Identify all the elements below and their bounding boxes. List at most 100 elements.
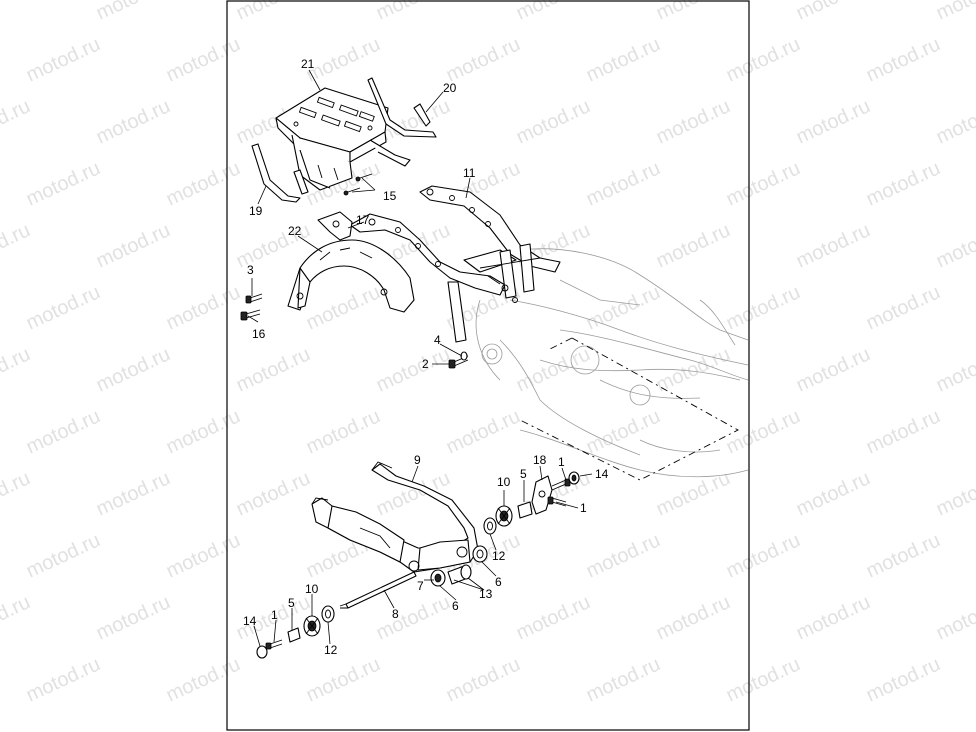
callout-14: 14: [595, 467, 609, 481]
watermark-text: motod.ru: [653, 0, 734, 25]
callout-8: 8: [392, 607, 399, 621]
watermark-text: motod.ru: [93, 219, 174, 272]
watermark-text: motod.ru: [443, 653, 524, 706]
watermark-text: motod.ru: [793, 95, 874, 148]
part-12-bushing-left: [321, 605, 335, 623]
watermark-text: motod.ru: [793, 467, 874, 520]
watermark-text: motod.ru: [723, 281, 804, 334]
part-5-nut-right: [517, 501, 533, 519]
watermark-text: motod.ru: [653, 343, 734, 396]
part-10-adjuster-right: [495, 505, 513, 527]
callout-22: 22: [288, 224, 302, 238]
watermark-text: motod.ru: [233, 219, 314, 272]
callout-10: 10: [497, 475, 511, 489]
watermark-text: motod.ru: [0, 95, 34, 148]
callout-12: 12: [324, 643, 338, 657]
watermark-text: motod.ru: [793, 343, 874, 396]
watermark-text: motod.ru: [23, 529, 104, 582]
watermark-text: motod.ru: [233, 343, 314, 396]
watermark-text: motod.ru: [303, 653, 384, 706]
watermark-text: motod.ru: [163, 653, 244, 706]
callout-19: 19: [249, 204, 263, 218]
watermark-text: motod.ru: [863, 653, 944, 706]
part-20-side-rail: [367, 77, 437, 138]
watermark-text: motod.ru: [163, 157, 244, 210]
watermark-text: motod.ru: [583, 529, 664, 582]
watermark-text: motod.ru: [163, 281, 244, 334]
watermark-text: motod.ru: [0, 591, 34, 644]
watermark-text: motod.ru: [583, 281, 664, 334]
part-19-side-rail: [251, 143, 309, 203]
callout-11: 11: [463, 166, 476, 180]
callout-13: 13: [479, 587, 493, 601]
watermark-text: motod.ru: [23, 33, 104, 86]
watermark-text: motod.ru: [0, 0, 34, 25]
watermark-text: motod.ru: [653, 219, 734, 272]
part-9-swingarm: [311, 461, 479, 573]
watermark-text: motod.ru: [23, 157, 104, 210]
part-4-washer: [460, 351, 468, 361]
diagram-frame: [226, 0, 750, 731]
part-22-fender-support: [287, 239, 415, 313]
watermark-text: motod.ru: [583, 653, 664, 706]
watermark-text: motod.ru: [513, 343, 594, 396]
part-11-rear-subframe: [349, 185, 561, 343]
watermark-text: motod.ru: [933, 95, 976, 148]
callout-1: 1: [558, 455, 565, 469]
watermark-text: motod.ru: [0, 219, 34, 272]
watermark-text: motod.ru: [443, 33, 524, 86]
callout-6: 6: [495, 575, 502, 589]
watermark-text: motod.ru: [793, 591, 874, 644]
part-15-screws: [343, 173, 373, 196]
watermark-text: motod.ru: [23, 653, 104, 706]
watermark-text: motod.ru: [163, 405, 244, 458]
part-18-pivot-bracket: [531, 475, 553, 515]
watermark-text: motod.ru: [863, 33, 944, 86]
part-21-luggage-rack: [275, 87, 411, 191]
callout-15: 15: [383, 189, 397, 203]
watermark-text: motod.ru: [303, 281, 384, 334]
watermark-text: motod.ru: [233, 0, 314, 25]
watermark-text: motod.ru: [0, 467, 34, 520]
part-10-adjuster-left: [303, 615, 321, 637]
part-12-bushing-right: [483, 517, 497, 535]
callout-16: 16: [252, 327, 266, 341]
callout-10: 10: [305, 582, 319, 596]
watermark-text: motod.ru: [93, 0, 174, 25]
callout-4: 4: [434, 333, 441, 347]
watermark-text: motod.ru: [863, 405, 944, 458]
watermark-text: motod.ru: [0, 343, 34, 396]
watermark-text: motod.ru: [583, 157, 664, 210]
callout-21: 21: [301, 57, 315, 71]
watermark-text: motod.ru: [933, 343, 976, 396]
watermark-text: motod.ru: [373, 343, 454, 396]
watermark-text: motod.ru: [513, 591, 594, 644]
watermark-text: motod.ru: [653, 591, 734, 644]
watermark-text: motod.ru: [303, 405, 384, 458]
watermark-text: motod.ru: [583, 33, 664, 86]
part-14-cap-left: [256, 645, 268, 659]
callout-labels: 21 20 11 15 19 17 22 3 16 4 2 9 18 5 1 1…: [243, 57, 609, 657]
watermark-text: motod.ru: [723, 529, 804, 582]
part-16-bolt: [240, 309, 261, 321]
watermark-text: motod.ru: [863, 157, 944, 210]
watermark-text: motod.ru: [933, 0, 976, 25]
watermark-text: motod.ru: [863, 529, 944, 582]
watermark-text: motod.ru: [863, 281, 944, 334]
callout-12: 12: [492, 549, 506, 563]
watermark-text: motod.ru: [933, 591, 976, 644]
part-13-bearing: [447, 564, 472, 585]
part-1-bolt-lower: [547, 496, 567, 507]
watermark-text: motod.ru: [93, 95, 174, 148]
watermark-text: motod.ru: [233, 467, 314, 520]
watermark-text: motod.ru: [793, 0, 874, 25]
part-14-cap-right: [568, 471, 580, 485]
callout-9: 9: [414, 453, 421, 467]
callout-5: 5: [520, 467, 527, 481]
part-1-bolt-left: [265, 639, 283, 650]
callout-18: 18: [533, 453, 547, 467]
reference-dashed-box: [519, 337, 739, 481]
callout-3: 3: [247, 263, 254, 277]
callout-20: 20: [443, 81, 457, 95]
